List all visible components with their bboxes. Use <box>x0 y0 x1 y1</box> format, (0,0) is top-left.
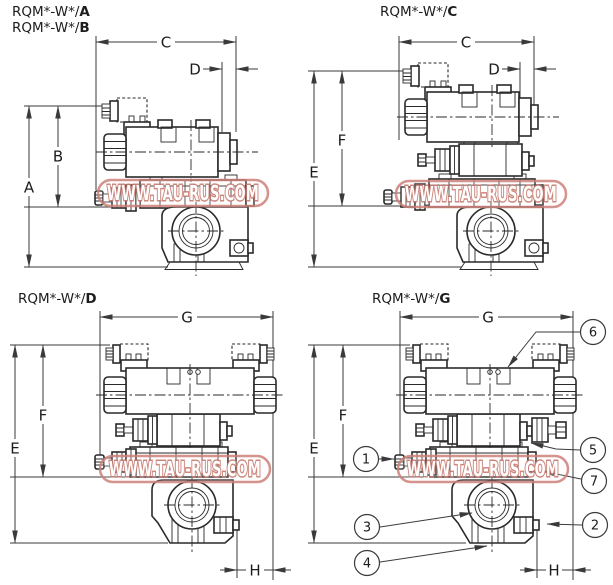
dimension-lines: C D E F <box>306 34 556 268</box>
svg-text:4: 4 <box>363 557 371 572</box>
watermark-text: WWW.TAU-RUS.COM <box>407 457 559 481</box>
dim-label-f: F <box>39 407 48 425</box>
svg-text:7: 7 <box>590 475 598 490</box>
port-body <box>456 201 549 277</box>
port-body <box>151 476 240 553</box>
dim-label-d: D <box>189 61 201 79</box>
watermark: WWW.TAU-RUS.COM <box>98 454 272 484</box>
dimension-lines: C D A B <box>21 34 258 268</box>
dim-label-c: C <box>161 34 171 52</box>
watermark: WWW.TAU-RUS.COM <box>394 179 568 209</box>
svg-text:6: 6 <box>589 326 597 341</box>
dimension-lines: G E F H <box>7 309 291 580</box>
dim-label-e: E <box>309 440 318 458</box>
dim-label-d: D <box>488 61 500 79</box>
diagram-title: RQM*-W*/C <box>380 4 457 20</box>
diagram-rqm-c: RQM*-W*/C C D E F <box>306 4 560 277</box>
dimension-lines: G E F H <box>306 309 591 580</box>
dim-label-a: A <box>24 179 35 197</box>
callout-1: 1 <box>352 445 395 473</box>
dim-label-f: F <box>338 132 347 150</box>
pilot-fitting-right <box>531 417 567 443</box>
dim-label-e: E <box>309 164 318 182</box>
solenoid-valve <box>396 62 560 148</box>
diagram-rqm-d: RQM*-W*/D G E F H <box>7 291 291 580</box>
dim-label-b: B <box>53 148 63 166</box>
diagram-title: RQM*-W*/B <box>12 20 90 36</box>
callout-3: 3 <box>353 512 473 541</box>
dim-label-g: G <box>482 309 494 327</box>
svg-text:5: 5 <box>589 444 597 459</box>
diagram-rqm-ab: RQM*-W*/A RQM*-W*/B C D A B <box>12 4 259 277</box>
diagram-title: RQM*-W*/D <box>18 291 97 307</box>
callout-5: 5 <box>530 436 607 464</box>
dim-label-e: E <box>10 440 19 458</box>
dim-label-c: C <box>461 34 471 52</box>
watermark: WWW.TAU-RUS.COM <box>396 454 570 484</box>
diagram-rqm-g: RQM*-W*/G G E F H <box>306 291 609 580</box>
dim-label-h: H <box>548 562 559 580</box>
callout-4: 4 <box>353 545 488 577</box>
svg-text:1: 1 <box>362 453 370 468</box>
callout-2: 2 <box>546 511 609 539</box>
callout-7: 7 <box>541 467 608 495</box>
dim-label-g: G <box>181 309 193 327</box>
solenoid-valve <box>95 97 259 183</box>
watermark-text: WWW.TAU-RUS.COM <box>405 182 557 206</box>
callouts: 1 2 3 4 5 <box>352 318 609 577</box>
diagram-title: RQM*-W*/A <box>12 4 90 20</box>
dim-label-f: F <box>339 407 348 425</box>
watermark-text: WWW.TAU-RUS.COM <box>109 457 261 481</box>
port-body <box>161 201 254 277</box>
diagram-title: RQM*-W*/G <box>372 291 450 307</box>
watermark: WWW.TAU-RUS.COM <box>96 178 270 208</box>
svg-text:2: 2 <box>591 519 599 534</box>
dim-label-h: H <box>249 562 260 580</box>
watermark-text: WWW.TAU-RUS.COM <box>107 181 259 205</box>
intermediate-module <box>417 137 535 177</box>
callout-6: 6 <box>507 318 607 368</box>
svg-text:3: 3 <box>363 521 371 536</box>
